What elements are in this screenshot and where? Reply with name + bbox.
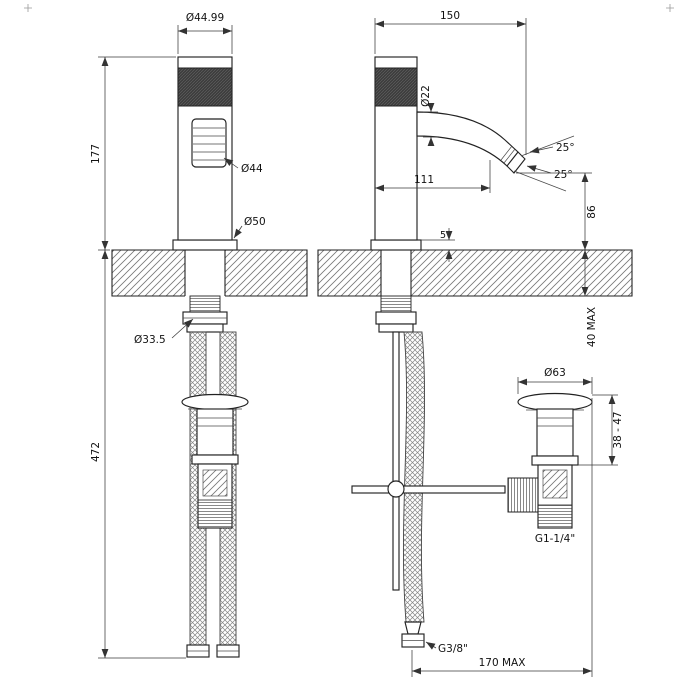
- dim-spout-tube-diameter: Ø22: [420, 85, 438, 146]
- rod-ball-joint: [387, 480, 405, 498]
- pop-up-waste-front: [181, 393, 249, 529]
- svg-text:G3/8": G3/8": [438, 643, 468, 655]
- dim-height-above-deck: 177: [90, 56, 176, 251]
- svg-text:Ø50: Ø50: [244, 216, 266, 228]
- dim-angle-upper: 25°: [529, 142, 575, 154]
- dim-waste-cap-diameter: Ø63: [517, 367, 593, 394]
- handle-knob-side: [374, 67, 418, 107]
- dim-deck-thickness-max: 40 MAX: [581, 250, 598, 347]
- svg-text:40 MAX: 40 MAX: [586, 307, 598, 347]
- svg-text:Ø44: Ø44: [241, 163, 263, 175]
- dimensions: Ø44.99 177 472 Ø44 Ø50 Ø33.5: [90, 10, 624, 677]
- registration-marks: [24, 4, 674, 12]
- dim-shank-hole-diameter: Ø33.5: [134, 318, 194, 346]
- lift-rod-vertical: [392, 331, 400, 591]
- svg-text:170 MAX: 170 MAX: [479, 657, 526, 669]
- dim-angle-lower: 25°: [526, 165, 573, 181]
- dim-spout-reach: 111: [375, 160, 491, 193]
- spout-side: [416, 111, 575, 192]
- mounting-shank-front: [182, 295, 228, 333]
- supply-hose-side: [402, 331, 426, 623]
- side-view: [317, 56, 633, 648]
- svg-text:Ø33.5: Ø33.5: [134, 334, 166, 346]
- spout-front: [191, 118, 227, 168]
- base-plate-side: [370, 239, 422, 251]
- svg-text:Ø44.99: Ø44.99: [186, 12, 224, 24]
- waste-side-inlet-nut: [507, 477, 540, 513]
- hose-end-fittings-front: [186, 644, 240, 658]
- dim-body-diameter: Ø44: [223, 157, 263, 175]
- svg-text:472: 472: [90, 442, 102, 462]
- handle-knob-front: [177, 67, 233, 107]
- mounting-shank-side: [375, 295, 417, 333]
- dim-waste-height-range: 38 - 47: [578, 394, 624, 466]
- svg-text:38 - 47: 38 - 47: [612, 411, 624, 448]
- svg-text:G1-1/4": G1-1/4": [535, 533, 575, 545]
- dim-hose-drop: 472: [90, 250, 186, 659]
- dim-outlet-height: 86: [516, 172, 598, 250]
- dim-overall-depth: 150: [374, 10, 527, 155]
- pop-up-waste-side: [517, 392, 593, 529]
- dim-base-plate-thickness: 5: [421, 228, 455, 262]
- svg-text:25°: 25°: [554, 169, 573, 181]
- base-plate-front: [172, 239, 238, 251]
- svg-text:177: 177: [90, 144, 102, 164]
- lift-rod-horizontal: [351, 485, 506, 494]
- label-supply-thread: G3/8": [425, 641, 468, 655]
- svg-text:86: 86: [586, 205, 598, 219]
- dim-side-clearance-max: 170 MAX: [411, 398, 593, 677]
- label-waste-thread: G1-1/4": [535, 533, 575, 545]
- counter-section-front: [111, 249, 308, 297]
- svg-text:111: 111: [414, 174, 434, 186]
- svg-text:25°: 25°: [556, 142, 575, 154]
- svg-text:Ø22: Ø22: [420, 85, 432, 107]
- svg-text:Ø63: Ø63: [544, 367, 566, 379]
- dim-cartridge-diameter: Ø44.99: [177, 12, 233, 54]
- front-view: [111, 56, 308, 658]
- dim-base-diameter: Ø50: [233, 216, 266, 239]
- hose-end-fitting-side: [401, 621, 425, 648]
- svg-text:5: 5: [440, 230, 446, 241]
- svg-text:150: 150: [440, 10, 460, 22]
